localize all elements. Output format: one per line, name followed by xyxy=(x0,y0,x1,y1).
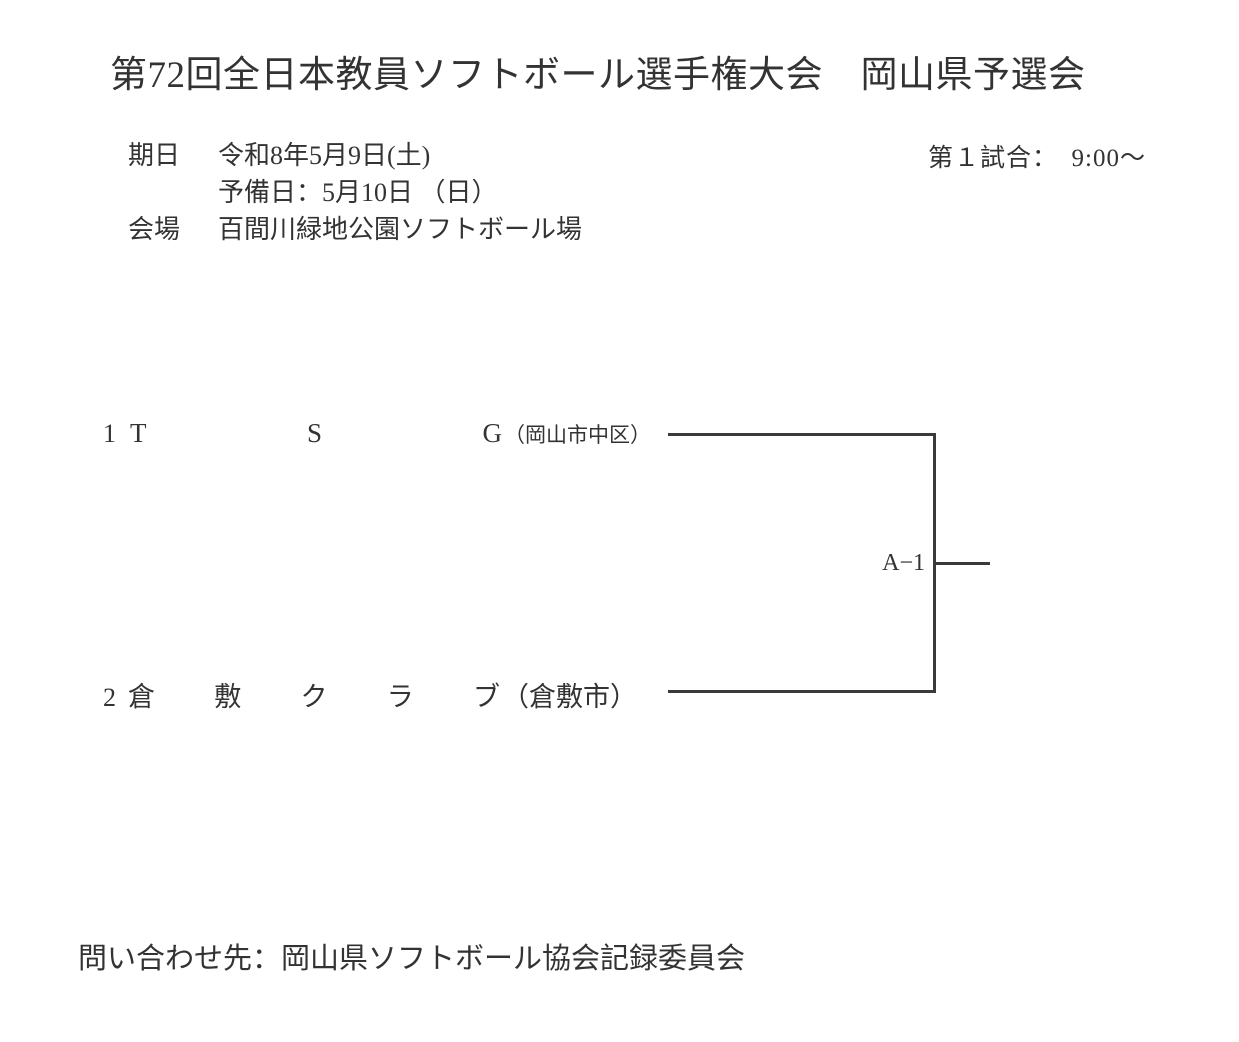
team-name-char: T xyxy=(130,418,147,448)
team-name-char: 倉 xyxy=(128,682,155,712)
team-name-char: ク xyxy=(300,682,328,712)
bracket-line-top-horizontal xyxy=(668,433,936,436)
reserve-date-spacer xyxy=(128,174,218,211)
bracket-team-1: 1 T S G （岡山市中区） xyxy=(103,418,651,449)
date-value: 令和8年5月9日(土) xyxy=(218,141,431,170)
bracket-line-winner-advance xyxy=(933,562,990,565)
match-label-a1: A−1 xyxy=(882,550,925,576)
info-row-reserve-date: 予備日：5月10日 （日） xyxy=(128,174,582,211)
team-name-char: G xyxy=(482,418,503,448)
bracket-line-bottom-horizontal xyxy=(668,690,936,693)
team-seed-number: 1 xyxy=(103,419,116,448)
date-label: 期日 xyxy=(128,141,181,170)
team-name-char: 敷 xyxy=(214,682,242,712)
footer-contact: 問い合わせ先：岡山県ソフトボール協会記録委員会 xyxy=(78,943,746,975)
venue-label: 会場 xyxy=(128,215,181,244)
bracket-team-2: 2 倉 敷 ク ラ ブ （倉敷市） xyxy=(103,675,637,714)
team-name: T S G xyxy=(130,418,502,449)
page-title: 第72回全日本教員ソフトボール選手権大会 岡山県予選会 xyxy=(110,55,1086,96)
team-seed-number: 2 xyxy=(103,683,116,712)
reserve-date-value: 予備日：5月10日 （日） xyxy=(218,178,498,207)
info-row-date: 期日 令和8年5月9日(土) xyxy=(128,137,582,174)
first-game-time: 第１試合： 9:00〜 xyxy=(928,145,1146,172)
team-locale: （倉敷市） xyxy=(502,682,637,712)
team-name-char: ラ xyxy=(386,682,414,712)
team-name: 倉 敷 ク ラ ブ xyxy=(128,675,500,714)
bracket-line-vertical-connector xyxy=(933,433,936,693)
team-name-char: S xyxy=(306,418,323,448)
team-name-char: ブ xyxy=(473,682,500,712)
event-info-block: 期日 令和8年5月9日(土) 予備日：5月10日 （日） 会場 百間川緑地公園ソ… xyxy=(128,137,582,248)
venue-value: 百間川緑地公園ソフトボール場 xyxy=(218,215,583,244)
team-locale: （岡山市中区） xyxy=(504,423,651,447)
info-row-venue: 会場 百間川緑地公園ソフトボール場 xyxy=(128,211,582,248)
